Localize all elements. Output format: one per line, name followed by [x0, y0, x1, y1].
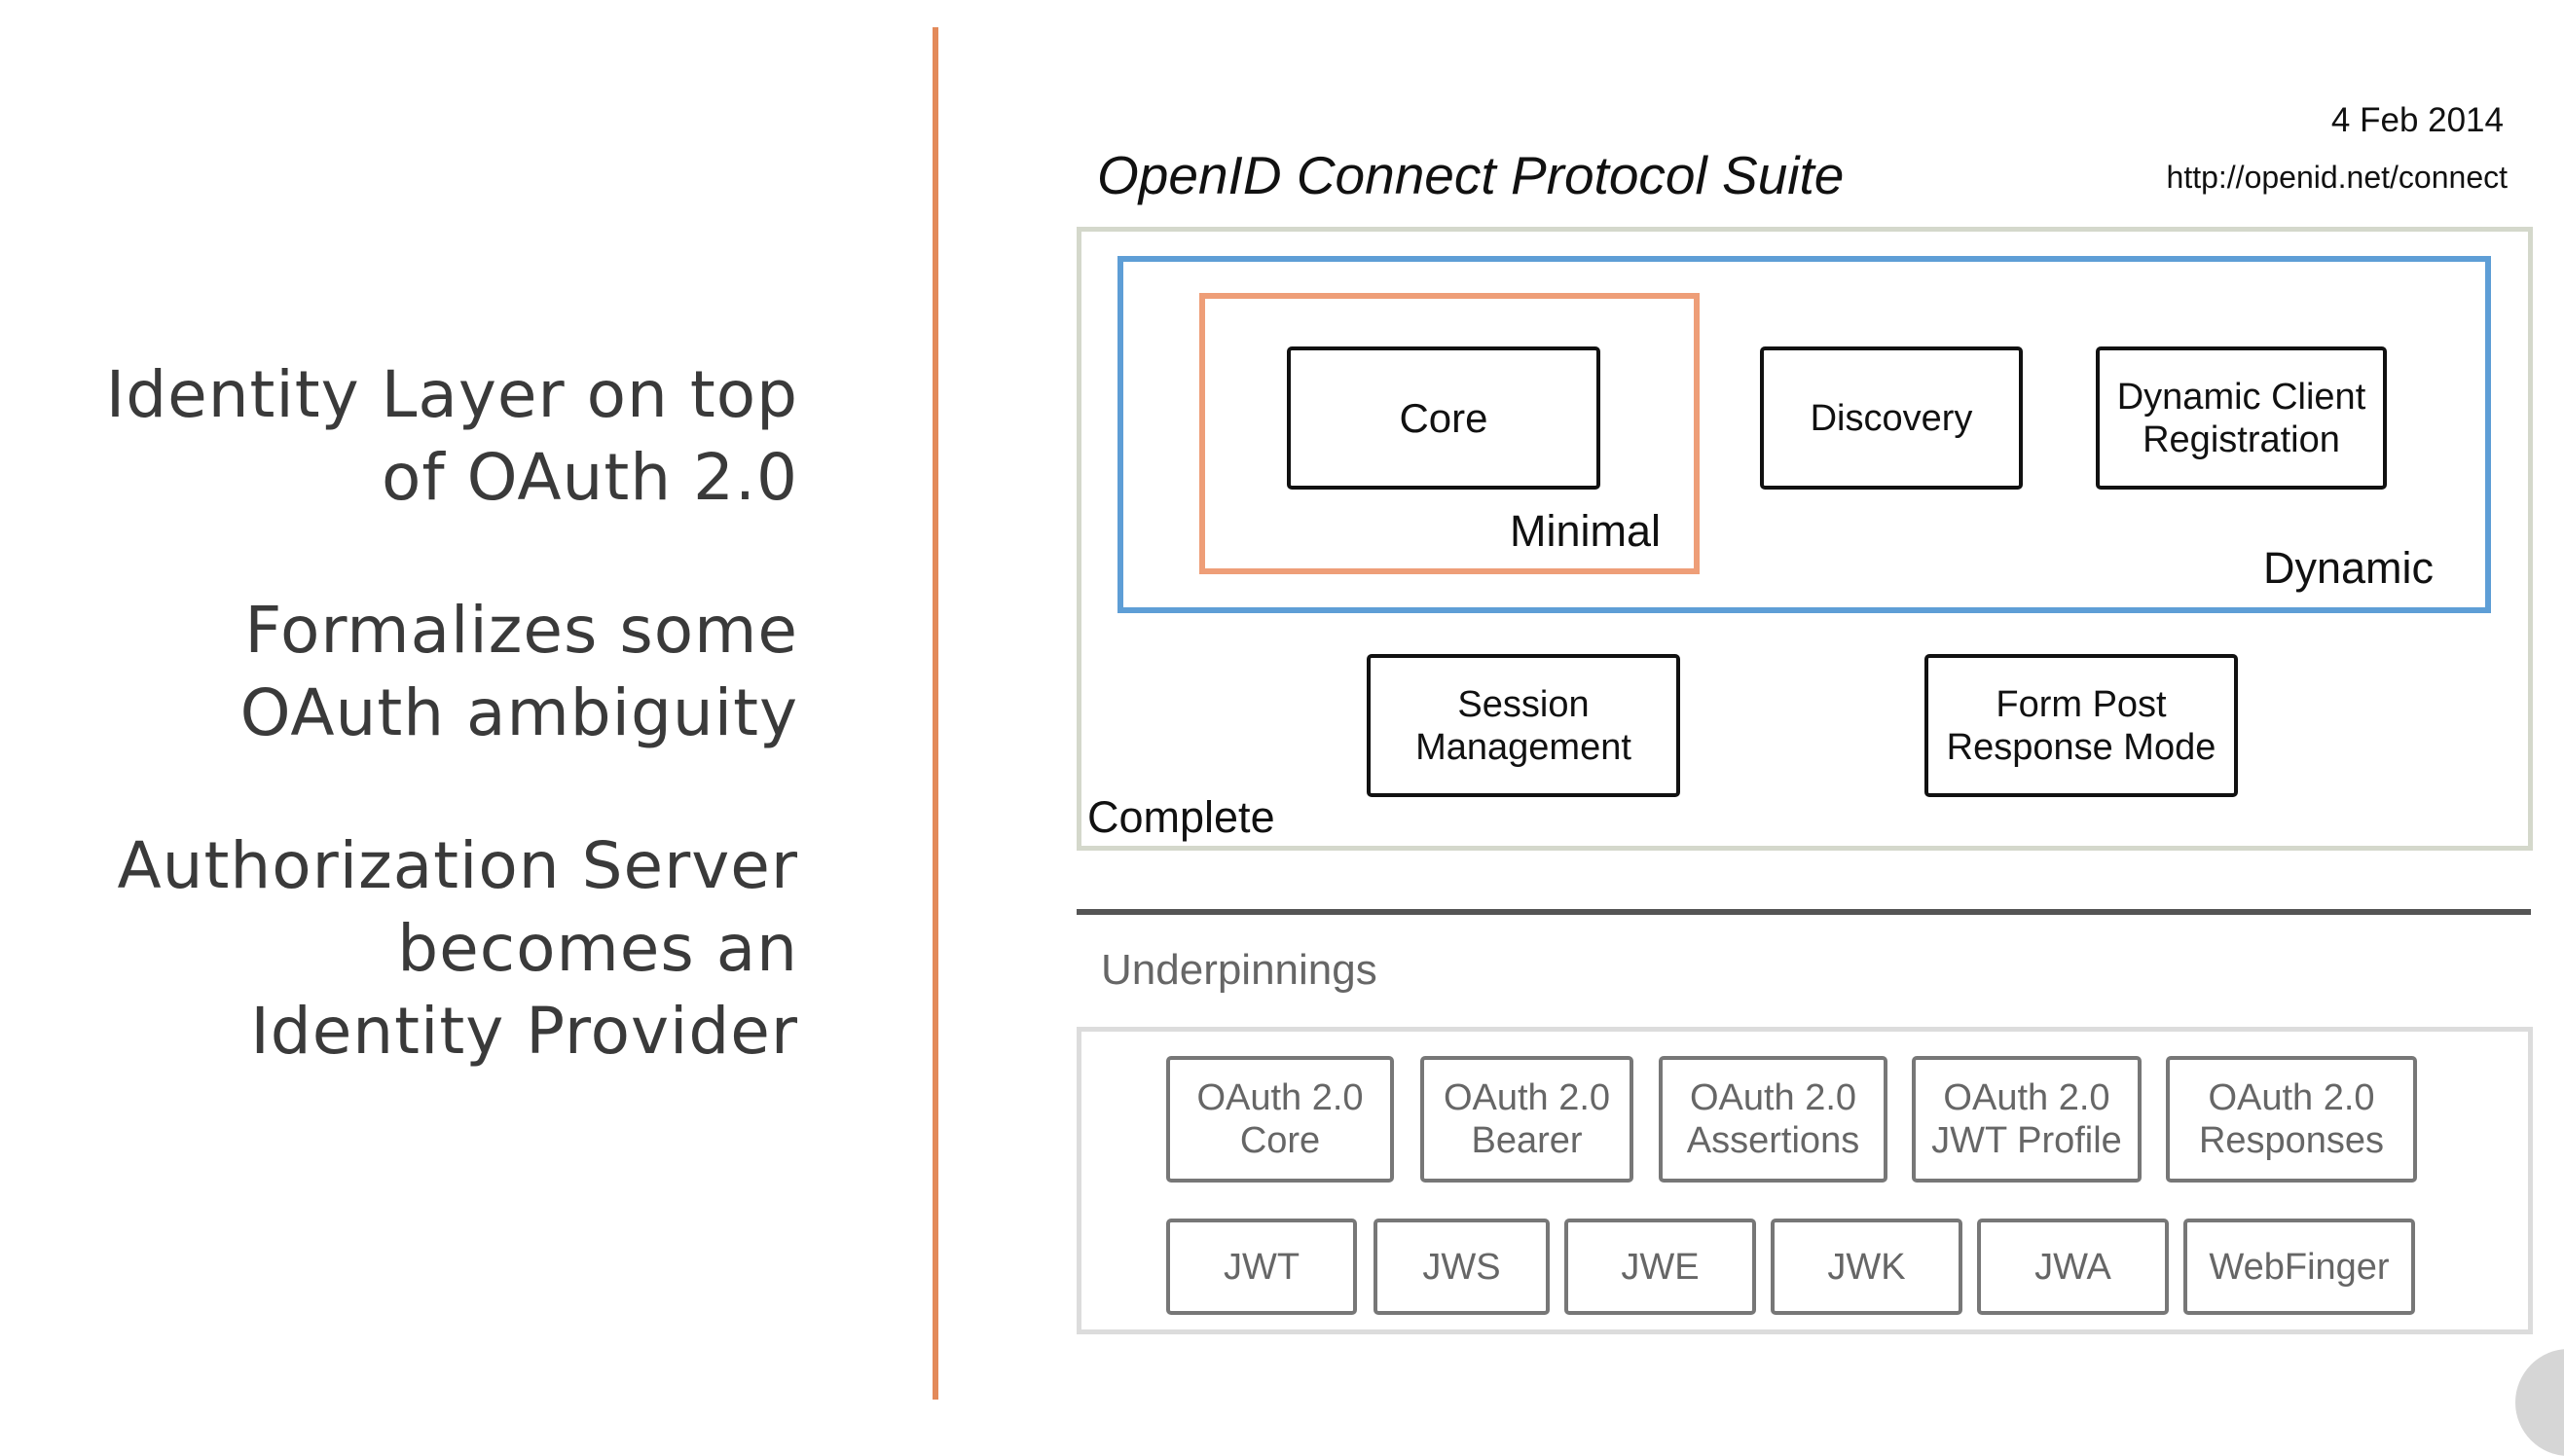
- underpinning-oauth-jwt-profile: OAuth 2.0 JWT Profile: [1912, 1056, 2142, 1183]
- bullet-line: OAuth ambiguity: [239, 675, 798, 750]
- bullet-identity-layer: Identity Layer on top of OAuth 2.0: [106, 353, 798, 519]
- spec-form-post-response-mode: Form Post Response Mode: [1924, 654, 2238, 797]
- underpinning-webfinger: WebFinger: [2183, 1219, 2415, 1315]
- minimal-frame: [1199, 293, 1700, 574]
- diagram-date: 4 Feb 2014: [2330, 101, 2504, 139]
- spec-core: Core: [1287, 346, 1600, 490]
- underpinning-jwa: JWA: [1977, 1219, 2169, 1315]
- underpinning-jwt: JWT: [1166, 1219, 1357, 1315]
- underpinning-oauth-responses: OAuth 2.0 Responses: [2166, 1056, 2417, 1183]
- dynamic-label: Dynamic: [2263, 543, 2435, 593]
- underpinnings-label: Underpinnings: [1101, 946, 1377, 994]
- bullet-line: Formalizes some: [244, 593, 798, 668]
- bullet-line: Authorization Server: [117, 828, 798, 903]
- minimal-label: Minimal: [1510, 506, 1662, 556]
- underpinning-jwk: JWK: [1771, 1219, 1962, 1315]
- bullet-formalizes: Formalizes some OAuth ambiguity: [240, 589, 798, 754]
- bullet-line: of OAuth 2.0: [381, 440, 798, 515]
- bullet-line: Identity Provider: [250, 994, 798, 1069]
- vertical-divider: [933, 27, 938, 1400]
- underpinnings-frame: [1077, 1027, 2533, 1334]
- spec-dynamic-client-registration: Dynamic Client Registration: [2096, 346, 2387, 490]
- bullet-line: becomes an: [397, 911, 798, 986]
- section-divider: [1077, 909, 2531, 915]
- dynamic-frame: [1117, 256, 2491, 613]
- bullet-authorization-server: Authorization Server becomes an Identity…: [118, 824, 798, 1073]
- diagram-url: http://openid.net/connect: [2166, 160, 2508, 195]
- underpinning-oauth-bearer: OAuth 2.0 Bearer: [1420, 1056, 1633, 1183]
- underpinning-jwe: JWE: [1564, 1219, 1756, 1315]
- underpinning-oauth-assertions: OAuth 2.0 Assertions: [1659, 1056, 1887, 1183]
- spec-discovery: Discovery: [1760, 346, 2023, 490]
- diagram-title: OpenID Connect Protocol Suite: [1097, 145, 1845, 205]
- complete-label: Complete: [1087, 792, 1275, 842]
- underpinning-jws: JWS: [1374, 1219, 1550, 1315]
- complete-frame: [1077, 227, 2533, 851]
- bullet-line: Identity Layer on top: [105, 357, 798, 432]
- underpinning-oauth-core: OAuth 2.0 Core: [1166, 1056, 1394, 1183]
- corner-badge: [2515, 1349, 2564, 1456]
- spec-session-management: Session Management: [1367, 654, 1680, 797]
